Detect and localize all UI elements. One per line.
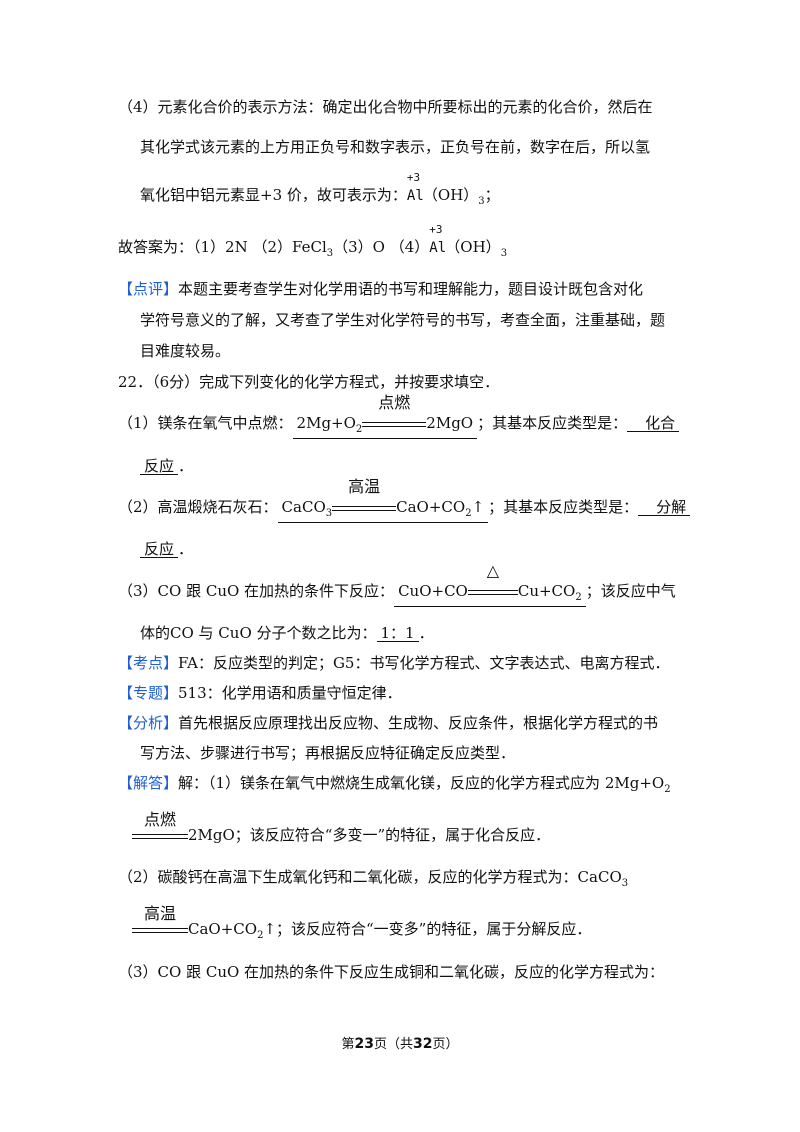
kaodian-tag: 【考点】	[118, 654, 179, 672]
zhuanti-line: 【专题】513：化学用语和质量守恒定律．	[118, 684, 402, 702]
jieda-line3: （2）碳酸钙在高温下生成氧化钙和二氧化碳，反应的化学方程式为：CaCO3	[118, 868, 629, 889]
jieda-line5: （3）CO 跟 CuO 在加热的条件下反应生成铜和二氧化碳，反应的化学方程式为：	[118, 963, 665, 981]
fenxi-tag: 【分析】	[118, 714, 179, 732]
comment-line1: 【点评】本题主要考查学生对化学用语的书写和理解能力，题目设计既包含对化	[118, 280, 644, 298]
jieda-tag: 【解答】	[118, 774, 179, 792]
comment-tag: 【点评】	[118, 280, 179, 298]
answer-blank-2b: 分解	[638, 499, 691, 516]
comment-line3: 目难度较易。	[140, 342, 231, 360]
para4-line2: 其化学式该元素的上方用正负号和数字表示，正负号在前，数字在后，所以氢	[140, 138, 651, 156]
answer-blank-1b: 化合	[627, 415, 680, 432]
answer-blank-2c: 反应	[140, 541, 179, 558]
comment-line2: 学符号意义的了解，又考查了学生对化学符号的书写，考查全面，注重基础，题	[140, 311, 666, 329]
jieda-line1: 【解答】解：（1）镁条在氧气中燃烧生成氧化镁，反应的化学方程式应为 2Mg+O2	[118, 774, 671, 795]
answer-blank-3b: 1：1	[376, 625, 419, 642]
para4-line1: （4）元素化合价的表示方法：确定出化合物中所要标出的元素的化合价，然后在	[118, 98, 653, 116]
kaodian-line: 【考点】FA：反应类型的判定；G5：书写化学方程式、文字表达式、电离方程式．	[118, 654, 670, 672]
answer-blank-3a: CuO+CO△Cu+CO2	[394, 563, 586, 607]
q22-sub2-cont: 反应．	[140, 538, 193, 559]
zhuanti-tag: 【专题】	[118, 684, 179, 702]
answer-blank-1c: 反应	[140, 458, 179, 475]
page-footer: 第23页（共32页）	[341, 1036, 459, 1052]
q22-sub1-cont: 反应．	[140, 455, 193, 476]
q22-sub3-cont: 体的CO 与 CuO 分子个数之比为：1：1．	[140, 624, 434, 642]
q22-sub3: （3）CO 跟 CuO 在加热的条件下反应：CuO+CO△Cu+CO2；该反应中…	[118, 563, 676, 607]
fenxi-line1: 【分析】首先根据反应原理找出反应物、生成物、反应条件，根据化学方程式的书	[118, 714, 659, 732]
fenxi-line2: 写方法、步骤进行书写；再根据反应特征确定反应类型．	[140, 744, 516, 762]
q22-title: 22．（6分）完成下列变化的化学方程式，并按要求填空．	[118, 373, 500, 391]
